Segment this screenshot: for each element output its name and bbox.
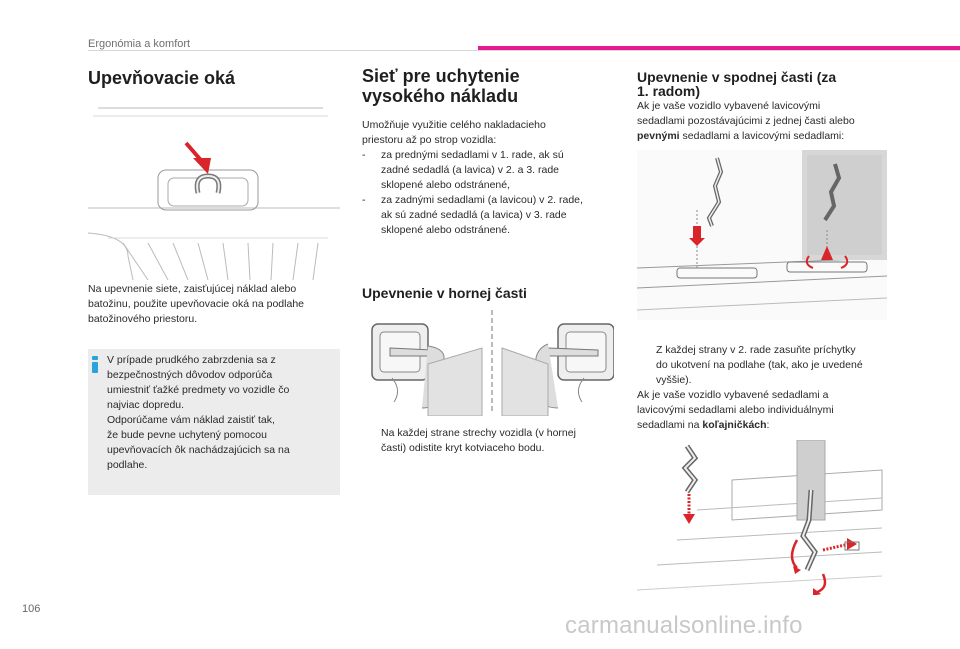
col3-para-line-3: sedadlami na koľajničkách: <box>637 419 770 431</box>
col3-title-line-1: Upevnenie v spodnej časti (za <box>637 69 837 85</box>
page-number: 106 <box>22 603 41 615</box>
col3-step-line-1: Z každej strany v 2. rade zasuňte príchy… <box>656 344 856 356</box>
section-header: Ergonómia a komfort <box>88 38 191 50</box>
list-item-1-line-1: za prednými sedadlami v 1. rade, ak sú <box>381 149 564 161</box>
col2-step-line-2: časti) odistite kryt kotviaceho bodu. <box>381 442 545 454</box>
col1-body-line-3: batožinového priestoru. <box>88 313 198 325</box>
col3-step-line-2: do ukotvení na podlahe (tak, ako je uved… <box>656 359 863 371</box>
col3-step-line-3: vyššie). <box>656 374 692 386</box>
note-line-1: V prípade prudkého zabrzdenia sa z <box>107 354 276 366</box>
floor-anchor-ring-illustration <box>88 107 340 280</box>
col3-intro-line-1: Ak je vaše vozidlo vybavené lavicovými <box>637 100 821 112</box>
col2-step-line-1: Na každej strane strechy vozidla (v horn… <box>381 427 576 439</box>
col1-body-line-2: batožinu, použite upevňovacie oká na pod… <box>88 298 304 310</box>
note-line-3: umiestniť ťažké predmety vo vozidle čo <box>107 384 290 396</box>
col2-intro-line-2: priestoru až po strop vozidla: <box>362 134 497 146</box>
col2-subtitle: Upevnenie v hornej časti <box>362 285 527 301</box>
list-item-1-line-3: sklopené alebo odstránené, <box>381 179 511 191</box>
rail-anchor-illustration <box>637 440 883 595</box>
note-line-6: že bude pevne uchytený pomocou <box>107 429 267 441</box>
list-item-1-line-2: zadné sedadlá (a lavica) v 2. a 3. rade <box>381 164 560 176</box>
col2-intro-line-1: Umožňuje využitie celého nakladacieho <box>362 119 546 131</box>
list-dash-1: - <box>362 149 366 161</box>
note-line-4: najviac dopredu. <box>107 399 185 411</box>
header-divider <box>88 50 960 51</box>
note-line-7: upevňovacích ôk nachádzajúcich sa na <box>107 444 290 456</box>
lower-anchor-bench-illustration <box>637 150 887 320</box>
col2-title-line-1: Sieť pre uchytenie <box>362 66 520 86</box>
list-item-2-line-1: za zadnými sedadlami (a lavicou) v 2. ra… <box>381 194 583 206</box>
note-line-5: Odporúčame vám náklad zaistiť tak, <box>107 414 275 426</box>
safety-note-box <box>88 349 340 495</box>
list-dash-2: - <box>362 194 366 206</box>
col3-title-line-2: 1. radom) <box>637 83 701 99</box>
header-accent-bar <box>478 46 960 50</box>
roof-anchor-illustration <box>371 310 614 416</box>
col3-para-line-1: Ak je vaše vozidlo vybavené sedadlami a <box>637 389 829 401</box>
list-item-2-line-3: sklopené alebo odstránené. <box>381 224 511 236</box>
col3-para-line-2: lavicovými sedadlami alebo individuálnym… <box>637 404 834 416</box>
col3-intro-line-3: pevnými sedadlami a lavicovými sedadlami… <box>637 130 845 142</box>
col2-title-line-2: vysokého nákladu <box>362 86 519 106</box>
note-line-2: bezpečnostných dôvodov odporúča <box>107 369 273 381</box>
col1-title: Upevňovacie oká <box>88 68 236 88</box>
note-line-8: podlahe. <box>107 459 148 471</box>
list-item-2-line-2: ak sú zadné sedadlá (a lavica) v 3. rade <box>381 209 567 221</box>
watermark: carmanualsonline.info <box>565 612 803 639</box>
col1-body-line-1: Na upevnenie siete, zaisťujúcej náklad a… <box>88 283 297 295</box>
col3-intro-line-2: sedadlami pozostávajúcimi z jednej časti… <box>637 115 855 127</box>
info-icon <box>92 356 98 373</box>
